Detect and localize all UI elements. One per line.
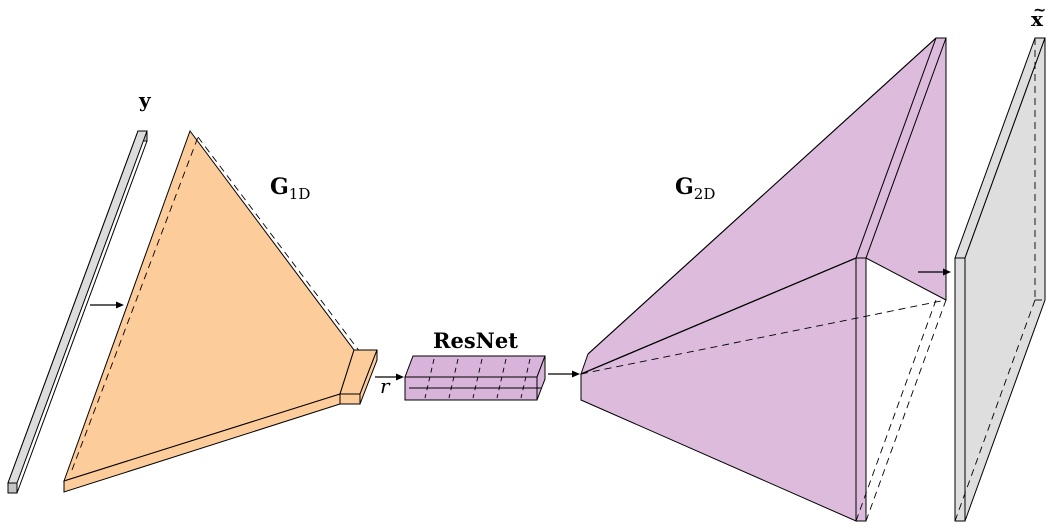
resnet-block <box>404 355 546 401</box>
label-x-tilde: ~ <box>1033 0 1046 19</box>
resnet-front <box>404 376 538 401</box>
resnet-top <box>404 355 546 378</box>
arrow-resnet-to-g2d <box>548 370 580 378</box>
generator-2d-block <box>580 37 947 522</box>
arrow-input-to-g1d <box>90 301 124 309</box>
g2d-end-front <box>855 257 867 522</box>
label-resnet: ResNet <box>433 328 518 353</box>
generator-1d-block <box>63 129 378 493</box>
g1d-end-box-front <box>339 393 361 405</box>
g1d-face <box>63 129 355 482</box>
label-r: r <box>380 374 391 398</box>
arrow-g2d-to-output <box>918 268 951 276</box>
label-y: y <box>138 88 152 112</box>
label-g1d: G1D <box>270 174 310 203</box>
label-x: x <box>1031 7 1044 31</box>
resnet-side <box>536 355 546 401</box>
g1d-end-box-right <box>359 349 378 405</box>
output-plane-side <box>964 37 1046 522</box>
output-plane-front <box>954 257 966 522</box>
label-g2d: G2D <box>675 174 715 203</box>
input-vector-y <box>7 130 148 494</box>
input-bar-bottom <box>7 482 18 494</box>
output-plane-x <box>954 37 1046 522</box>
arrow-g1d-to-resnet <box>375 373 404 381</box>
